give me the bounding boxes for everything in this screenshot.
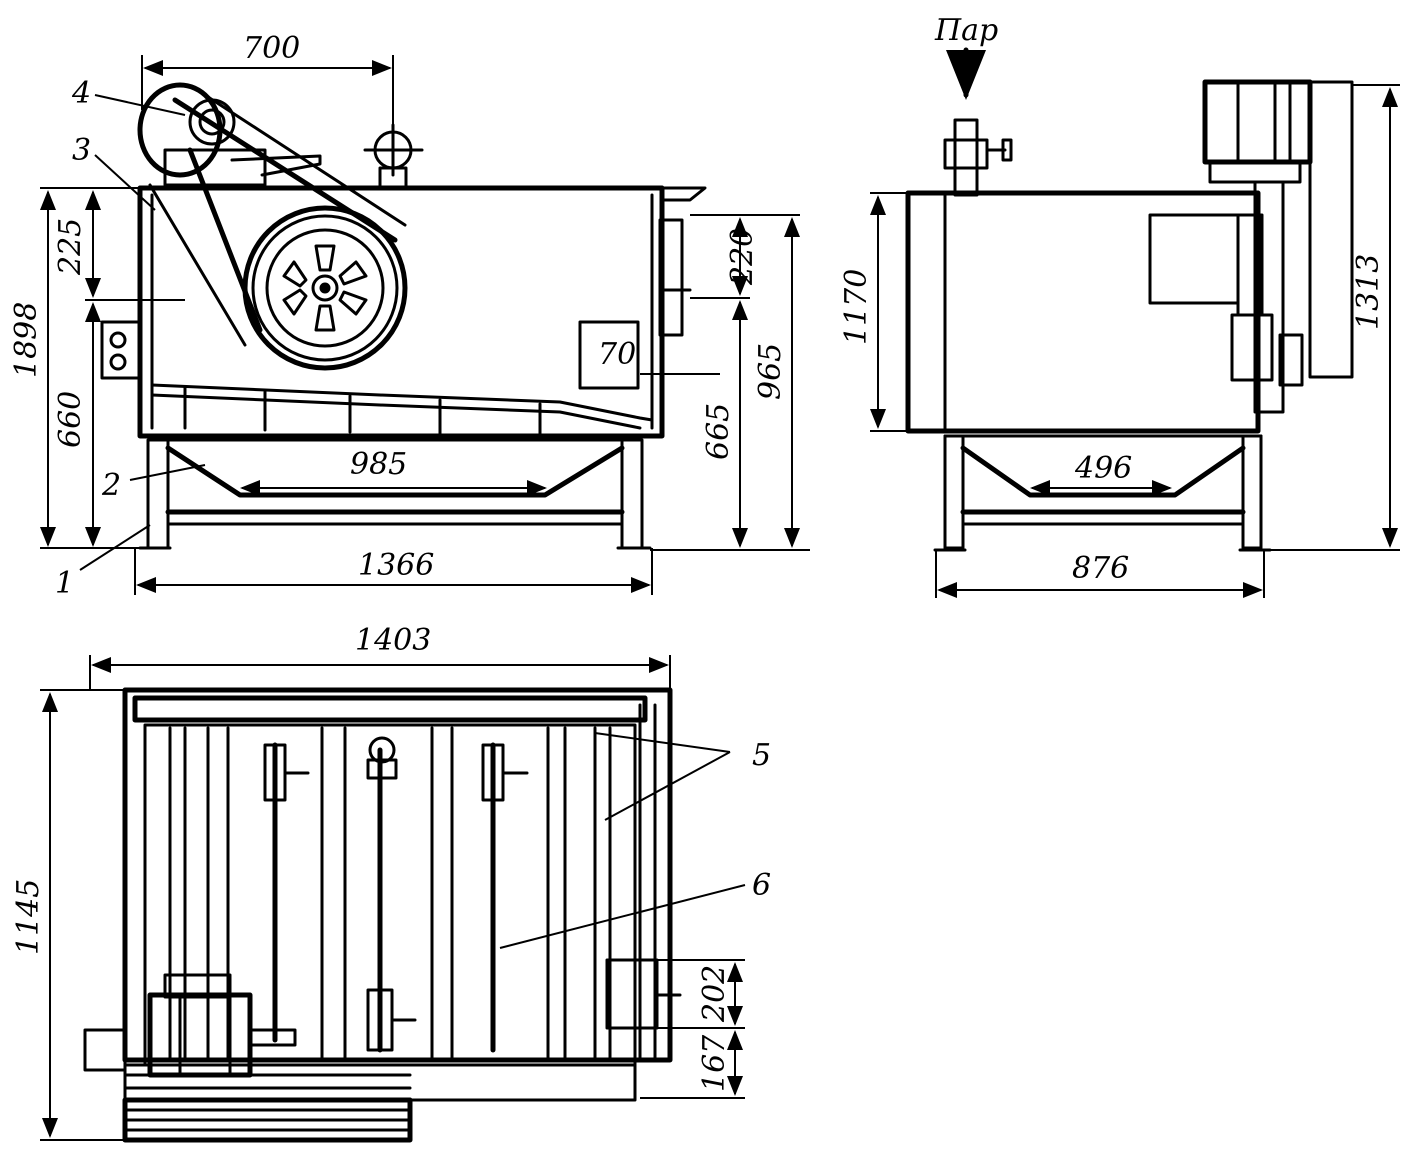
dim-220: 220 — [725, 228, 760, 286]
callout-6: 6 — [752, 868, 771, 903]
spray-nozzles — [263, 736, 529, 1053]
side-stand — [933, 434, 1272, 552]
side-tank-body — [905, 190, 1261, 434]
dim-1403: 1403 — [355, 623, 431, 658]
dim-700: 700 — [243, 31, 300, 66]
dim-1313: 1313 — [1351, 254, 1386, 330]
plan-slats — [168, 726, 612, 1062]
dim-985: 985 — [350, 447, 407, 482]
dim-225: 225 — [53, 218, 88, 276]
callout-3: 3 — [72, 133, 91, 168]
side-view: Пар 1170 — [839, 13, 1400, 598]
dim-167: 167 — [697, 1034, 732, 1092]
dim-202: 202 — [697, 965, 732, 1023]
callout-4: 4 — [71, 76, 91, 111]
front-inspection-plate — [578, 320, 640, 390]
dim-965: 965 — [753, 343, 788, 400]
dim-70: 70 — [598, 337, 636, 372]
dim-665: 665 — [701, 403, 736, 460]
dim-1170: 1170 — [839, 269, 874, 345]
steam-label: Пар — [934, 13, 998, 48]
dim-1898: 1898 — [9, 302, 44, 378]
callout-2: 2 — [101, 468, 121, 503]
dim-876: 876 — [1072, 551, 1129, 586]
front-view: 4 3 2 1 700 1898 225 660 220 665 965 70 … — [9, 31, 810, 601]
dim-496: 496 — [1074, 451, 1132, 486]
steam-valve — [943, 118, 1013, 197]
dim-1366: 1366 — [358, 548, 434, 583]
dim-1145: 1145 — [11, 879, 46, 955]
top-sprocket — [363, 123, 424, 190]
plan-view: 5 6 1403 1145 202 167 — [11, 623, 771, 1143]
plan-frame-outer — [122, 687, 673, 1063]
dim-660: 660 — [53, 391, 88, 448]
plan-base — [122, 1063, 637, 1143]
callout-1: 1 — [55, 566, 74, 601]
side-motor — [1202, 79, 1354, 414]
callout-5: 5 — [752, 738, 771, 773]
plan-motor — [83, 973, 297, 1078]
